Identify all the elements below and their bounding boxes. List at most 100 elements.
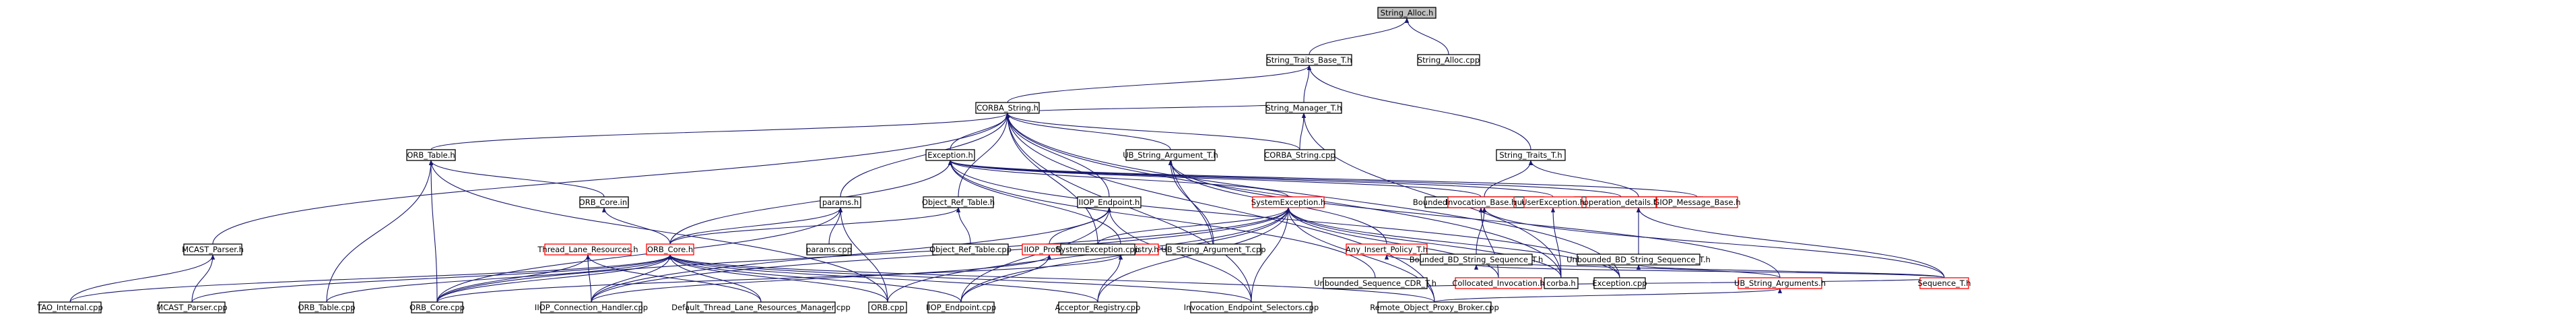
node-label: SystemException.h — [1251, 198, 1325, 207]
node-tao-internal-cpp[interactable]: TAO_Internal.cpp — [36, 301, 103, 314]
node-systemexception-h[interactable]: SystemException.h — [1251, 196, 1325, 208]
edge-exception_cpp-to-systemexception_h — [1286, 207, 1620, 278]
node-box — [183, 243, 242, 256]
edge-sequence_t_h-to-unbounded_basic_string_sequence_t_h — [1636, 207, 1945, 278]
edge-string_manager_t_h-to-string_traits_base_t_h — [1303, 65, 1312, 103]
edge-corba_h-to-userexception_h — [1550, 207, 1562, 278]
edge-invocation_endpoint_selectors_cpp-to-orb_core_h — [668, 254, 1252, 303]
node-corba-string-cpp[interactable]: CORBA_String.cpp — [1264, 149, 1335, 161]
edge-corba_h-to-string_manager_t_h — [1301, 113, 1562, 278]
edge-collocated_invocation_h-to-invocation_base_h — [1478, 207, 1499, 278]
edge-bounded_bd_string_sequence_t_h-to-bounded_basic_string_sequence_t_h — [1476, 207, 1487, 255]
node-label: Exception.cpp — [1592, 278, 1647, 288]
node-acceptor-registry-cpp[interactable]: Acceptor_Registry.cpp — [1055, 301, 1141, 314]
node-label: ORB_Core.h — [647, 245, 693, 254]
edge-corba_string_h-to-string_traits_base_t_h — [1007, 65, 1311, 103]
node-bounded-bd-string-sequence-t-h[interactable]: Bounded_BD_String_Sequence_T.h — [1410, 254, 1544, 266]
node-orb-core-cpp[interactable]: ORB_Core.cpp — [409, 301, 465, 314]
node-string-traits-t-h[interactable]: String_Traits_T.h — [1496, 149, 1566, 161]
node-corba-h[interactable]: corba.h — [1544, 277, 1579, 289]
node-iiop-endpoint-h[interactable]: IIOP_Endpoint.h — [1077, 196, 1142, 208]
edge-tao_internal_cpp-to-mcast_parser_h — [69, 254, 216, 303]
edge-orb_core_h-to-orb_core_inl — [601, 207, 671, 245]
node-label: Collocated_Invocation.h — [1452, 278, 1544, 288]
node-ub-string-argument-t-h[interactable]: UB_String_Argument_T.h — [1123, 149, 1218, 161]
node-box — [686, 301, 836, 314]
node-label: String_Traits_Base_T.h — [1267, 55, 1352, 65]
node-iiop-connection-handler-cpp[interactable]: IIOP_Connection_Handler.cpp — [535, 301, 648, 314]
node-orb-core-inl[interactable]: ORB_Core.inl — [579, 196, 630, 208]
edge-iiop_endpoint_h-to-corba_string_h — [1005, 113, 1110, 198]
edge-exception_cpp-to-corba_string_h — [1005, 113, 1620, 278]
edge-iiop_connection_handler_cpp-to-thread_lane_resources_h — [585, 254, 592, 303]
node-label: ORB_Table.cpp — [298, 303, 356, 312]
node-box — [1265, 102, 1342, 114]
node-iiop-endpoint-cpp[interactable]: IIOP_Endpoint.cpp — [926, 301, 996, 314]
node-userexception-h[interactable]: UserException.h — [1521, 196, 1585, 208]
node-ub-string-arguments-h[interactable]: UB_String_Arguments.h — [1734, 277, 1826, 289]
node-label: String_Manager_T.h — [1266, 103, 1342, 113]
node-box — [1523, 196, 1583, 208]
node-label: Unbounded_BD_String_Sequence_T.h — [1566, 255, 1711, 264]
edge-systemexception_cpp-to-systemexception_h — [1097, 207, 1291, 245]
node-label: MCAST_Parser.h — [182, 245, 244, 254]
edge-string_traits_base_t_h-to-string_alloc_h — [1309, 18, 1410, 55]
node-remote-object-proxy-broker-cpp[interactable]: Remote_Object_Proxy_Broker.cpp — [1370, 301, 1499, 314]
edge-orb_core_cpp-to-thread_lane_resources_h — [436, 254, 591, 303]
node-object-ref-table-cpp[interactable]: Object_Ref_Table.cpp — [929, 243, 1012, 256]
node-unbounded-sequence-cdr-t-h[interactable]: Unbounded_Sequence_CDR_T.h — [1314, 277, 1436, 289]
node-label: Invocation_Endpoint_Selectors.cpp — [1184, 303, 1319, 312]
node-exception-h[interactable]: Exception.h — [925, 149, 975, 161]
node-ub-string-argument-t-cpp[interactable]: UB_String_Argument_T.cpp — [1161, 243, 1266, 256]
node-sequence-t-h[interactable]: Sequence_T.h — [1917, 277, 1971, 289]
node-params-h[interactable]: params.h — [820, 196, 861, 208]
node-thread-lane-resources-h[interactable]: Thread_Lane_Resources.h — [537, 243, 638, 256]
node-label: MCAST_Parser.cpp — [156, 303, 227, 312]
node-box — [1577, 254, 1700, 266]
edge-iiop_endpoint_cpp-to-iiop_profile_h — [960, 254, 1052, 303]
node-any-insert-policy-t-h[interactable]: Any_Insert_Policy_T.h — [1346, 243, 1428, 256]
node-box — [544, 243, 632, 256]
node-string-manager-t-h[interactable]: String_Manager_T.h — [1265, 102, 1342, 114]
node-collocated-invocation-h[interactable]: Collocated_Invocation.h — [1452, 277, 1545, 289]
node-label: Object_Ref_Table.h — [922, 198, 995, 207]
edge-orb_core_inl-to-orb_table_h — [428, 160, 605, 198]
node-systemexception-cpp[interactable]: SystemException.cpp — [1056, 243, 1140, 256]
node-string-alloc-cpp[interactable]: String_Alloc.cpp — [1417, 54, 1480, 66]
edge-giop_message_base_h-to-exception_h — [948, 160, 1698, 198]
edge-corba_string_cpp-to-corba_string_h — [1005, 113, 1300, 150]
node-string-alloc-h[interactable]: String_Alloc.h — [1377, 7, 1436, 19]
edge-invocation_base_h-to-exception_h — [948, 160, 1482, 198]
node-box — [1455, 277, 1542, 289]
node-box — [158, 301, 226, 314]
node-params-cpp[interactable]: params.cpp — [806, 243, 852, 256]
node-operation-details-h[interactable]: operation_details.h — [1584, 196, 1658, 208]
node-exception-cpp[interactable]: Exception.cpp — [1592, 277, 1647, 289]
node-object-ref-table-h[interactable]: Object_Ref_Table.h — [922, 196, 995, 208]
node-label: UB_String_Arguments.h — [1734, 278, 1826, 288]
node-box — [38, 301, 102, 314]
node-orb-table-h[interactable]: ORB_Table.h — [406, 149, 456, 161]
edge-orb_core_h-to-exception_h — [669, 160, 953, 245]
node-default-thread-lane-resources-manager-cpp[interactable]: Default_Thread_Lane_Resources_Manager.cp… — [671, 301, 851, 314]
edge-sequence_t_h-to-bounded_basic_string_sequence_t_h — [1482, 207, 1945, 278]
node-orb-core-h[interactable]: ORB_Core.h — [646, 243, 694, 256]
edge-sequence_t_h-to-unbounded_bd_string_sequence_t_h — [1637, 264, 1945, 278]
edge-invocation_endpoint_selectors_cpp-to-systemexception_h — [1251, 207, 1291, 303]
node-orb-cpp[interactable]: ORB.cpp — [868, 301, 907, 314]
node-label: UserException.h — [1521, 198, 1585, 207]
node-string-traits-base-t-h[interactable]: String_Traits_Base_T.h — [1266, 54, 1352, 66]
node-invocation-endpoint-selectors-cpp[interactable]: Invocation_Endpoint_Selectors.cpp — [1184, 301, 1319, 314]
node-giop-message-base-h[interactable]: GIOP_Message_Base.h — [1653, 196, 1741, 208]
node-box — [1166, 243, 1261, 256]
edge-acceptor_registry_cpp-to-orb_core_h — [668, 254, 1098, 303]
node-invocation-base-h[interactable]: Invocation_Base.h — [1446, 196, 1517, 208]
node-label: params.h — [822, 198, 859, 207]
node-mcast-parser-cpp[interactable]: MCAST_Parser.cpp — [156, 301, 228, 314]
node-orb-table-cpp[interactable]: ORB_Table.cpp — [298, 301, 356, 314]
node-mcast-parser-h[interactable]: MCAST_Parser.h — [182, 243, 244, 256]
node-corba-string-h[interactable]: CORBA_String.h — [975, 102, 1040, 114]
node-unbounded-bd-string-sequence-t-h[interactable]: Unbounded_BD_String_Sequence_T.h — [1566, 254, 1711, 266]
